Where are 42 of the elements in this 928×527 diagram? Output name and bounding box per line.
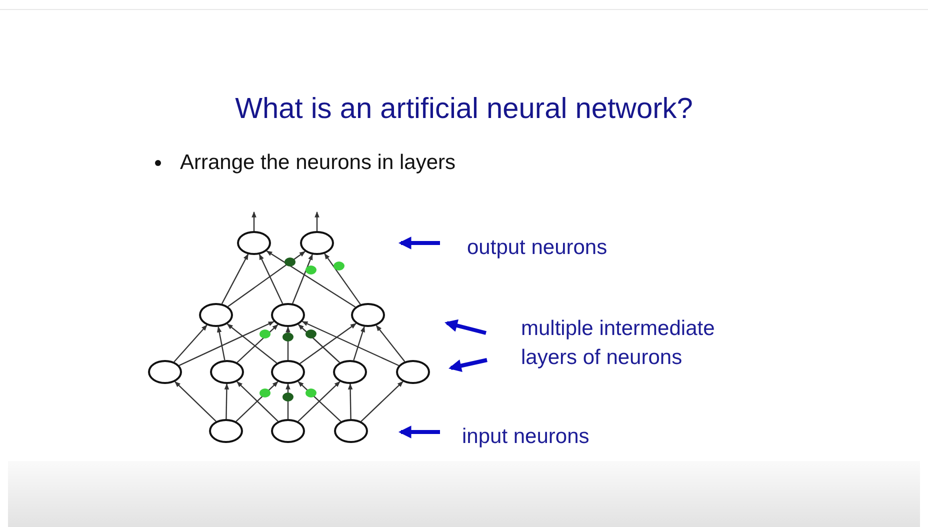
neuron-circle (148, 360, 182, 384)
connection-arrow (302, 320, 399, 366)
neuron-circle (300, 231, 334, 255)
slide-title: What is an artificial neural network? (235, 93, 693, 125)
neuron-circle (237, 231, 271, 255)
connection-arrow (236, 324, 278, 363)
connection-arrow (292, 254, 313, 304)
neuron-circle (199, 303, 233, 327)
connection-arrow (224, 383, 230, 420)
connection-arrow (324, 253, 361, 305)
connection-arrow (216, 326, 226, 360)
connection-arrow (174, 324, 208, 362)
connection-arrow (258, 254, 284, 304)
connection-arrow (360, 381, 404, 422)
neuron-circle (271, 419, 305, 443)
neuron-circle (271, 303, 305, 327)
neuron-circle (271, 360, 305, 384)
connection-arrow (228, 251, 306, 307)
neuron-circle (334, 419, 368, 443)
layer-label: multiple intermediate layers of neurons (521, 314, 761, 372)
neuron-circle (351, 303, 385, 327)
connection-arrow (286, 326, 290, 360)
connection-arrow (178, 321, 274, 366)
bullet-text: Arrange the neurons in layers (180, 151, 456, 175)
connection-arrow (266, 250, 356, 308)
layer-label: output neurons (467, 233, 647, 262)
connection-arrow (226, 324, 278, 364)
connection-arrow (221, 254, 249, 304)
connection-arrow (300, 323, 356, 364)
connection-arrow (286, 383, 290, 419)
connection-arrow (348, 383, 353, 420)
connection-arrow (314, 211, 320, 231)
layer-label: input neurons (462, 422, 622, 451)
neuron-circle (333, 360, 367, 384)
neuron-circle (209, 419, 243, 443)
connection-arrow (174, 381, 216, 422)
neuron-circle (210, 360, 244, 384)
connection-arrow (376, 325, 406, 362)
neuron-circle (396, 360, 430, 384)
connection-arrow (252, 211, 256, 231)
connection-arrow (298, 324, 340, 363)
connection-arrow (353, 326, 365, 360)
